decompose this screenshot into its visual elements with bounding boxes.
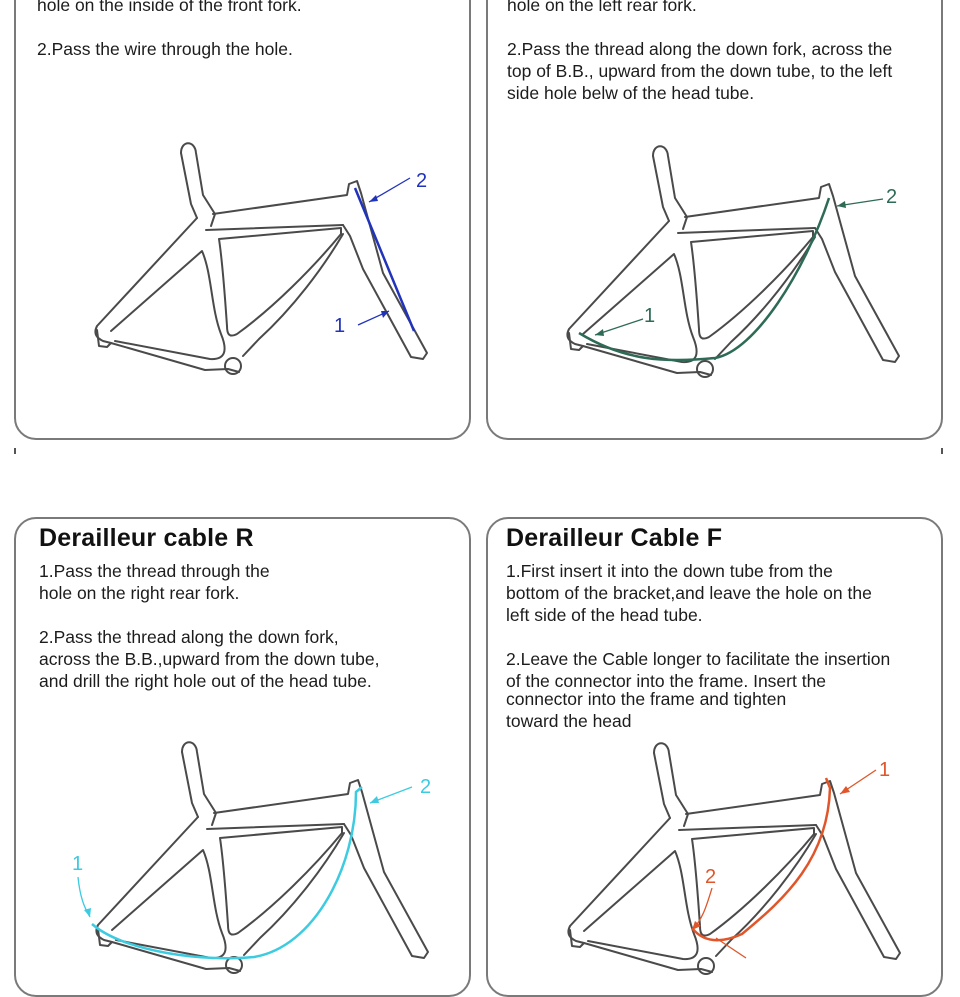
callout-number: 1 [644, 305, 655, 327]
instruction-line: and drill the right hole out of the head… [39, 671, 372, 691]
instruction-line: side hole belw of the head tube. [507, 83, 755, 103]
instruction-line: hole on the right rear fork. [39, 583, 240, 603]
instruction-card-top-right [486, 0, 943, 440]
callout-number: 2 [705, 866, 716, 888]
callout-number: 2 [420, 776, 431, 798]
frame-diagrams: 1 2 1 2 1 2 2 1 [72, 142, 901, 975]
callout-number: 1 [72, 853, 83, 875]
section-title: Derailleur Cable F [506, 524, 723, 552]
instruction-line: toward the head [506, 711, 632, 731]
instruction-line: top of B.B., upward from the down tube, … [507, 61, 893, 81]
instruction-line: connector into the frame and tighten [506, 689, 787, 709]
instruction-line: across the B.B.,upward from the down tub… [39, 649, 380, 669]
instruction-line: 2.Pass the thread along the down fork, a… [507, 39, 893, 59]
callout-number: 1 [879, 759, 890, 781]
callout-number: 1 [334, 315, 345, 337]
divider-tick [14, 448, 16, 454]
section-title: Derailleur cable R [39, 524, 254, 552]
divider-tick [941, 448, 943, 454]
instruction-line: hole on the left rear fork. [507, 0, 697, 15]
callout-number: 2 [886, 186, 897, 208]
instruction-line: bottom of the bracket,and leave the hole… [506, 583, 872, 603]
callout-number: 2 [416, 170, 427, 192]
instruction-line: 2.Pass the thread along the down fork, [39, 627, 339, 647]
instruction-line: of the connector into the frame. Insert … [506, 671, 827, 691]
instruction-card-top-left [14, 0, 471, 440]
instruction-line: 1.First insert it into the down tube fro… [506, 561, 833, 581]
instruction-line: 2.Pass the wire through the hole. [37, 39, 293, 59]
instruction-card-derailleur-f [486, 517, 943, 997]
instruction-line: 1.Pass the thread through the [39, 561, 270, 581]
instruction-line: left side of the head tube. [506, 605, 703, 625]
instruction-line: hole on the inside of the front fork. [37, 0, 302, 15]
instruction-line: 2.Leave the Cable longer to facilitate t… [506, 649, 891, 669]
instruction-card-derailleur-r [14, 517, 471, 997]
